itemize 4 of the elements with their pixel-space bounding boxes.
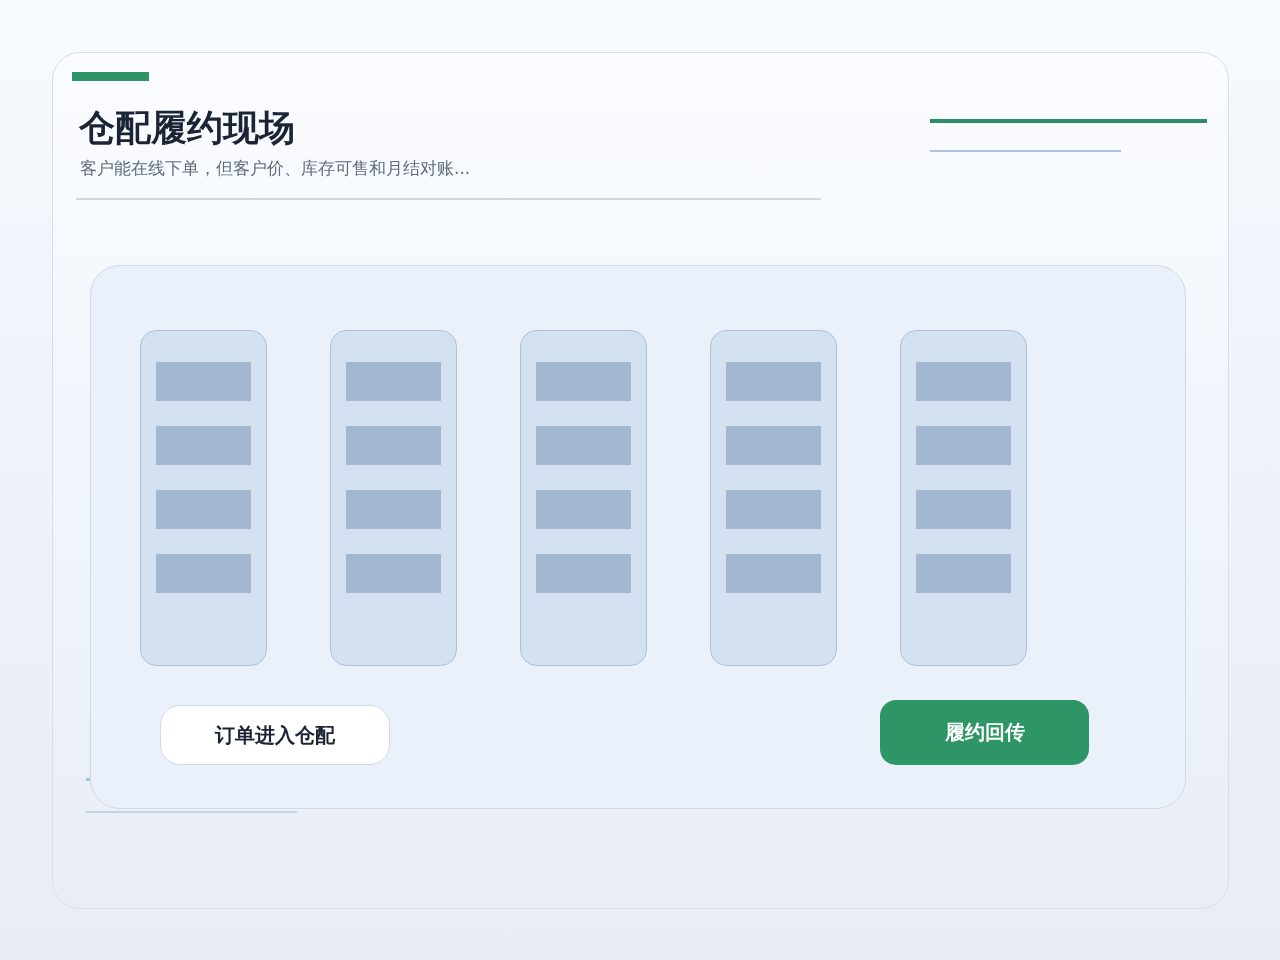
subtitle-text: 客户能在线下单，但客户价、库存可售和月结对账...	[80, 157, 471, 180]
page-title: 仓配履约现场	[79, 106, 295, 150]
status-box: 履约回传	[880, 700, 1089, 765]
process-box: 订单进入仓配	[160, 705, 390, 765]
